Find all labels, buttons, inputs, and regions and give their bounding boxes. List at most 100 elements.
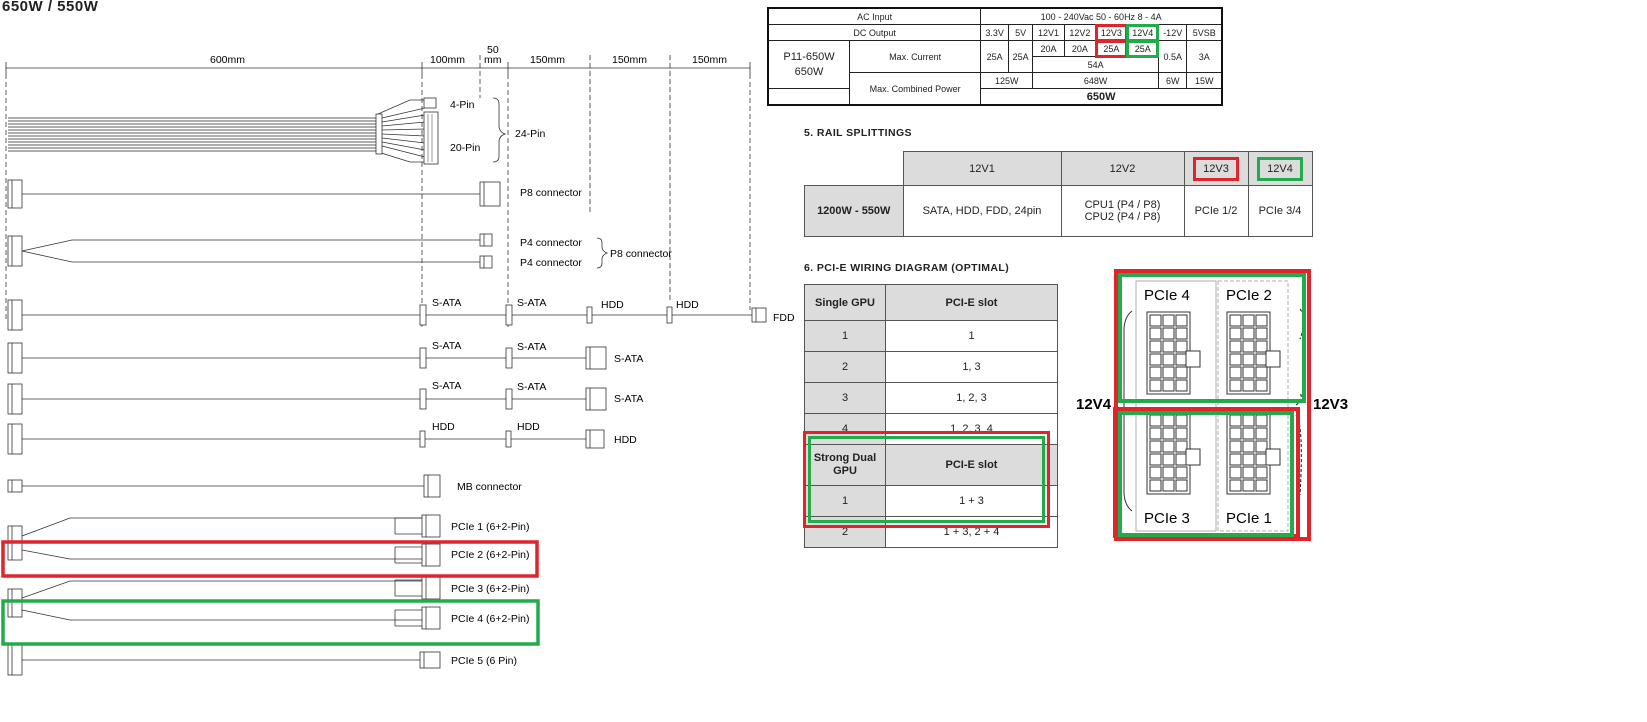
sata-connector: [419, 347, 427, 369]
single-row-3-slot: 1, 2, 3: [885, 382, 1058, 414]
label-hdd-4b: HDD: [517, 421, 540, 433]
label-mb: MB connector: [457, 481, 522, 493]
current-12v4: 25A: [1126, 39, 1160, 58]
rail-head-12v4: 12V4: [1247, 151, 1313, 186]
label-12v4-side: 12V4: [1076, 396, 1112, 413]
rail-3v3: 3.3V: [980, 24, 1010, 41]
dual-row-1-slot: 1 + 3: [885, 485, 1058, 517]
label-sata-1b: S-ATA: [517, 297, 546, 309]
dual-gpu-highlight-green: [808, 436, 1045, 523]
label-hdd-4a: HDD: [432, 421, 455, 433]
rail-cell-cpu2: CPU2 (P4 / P8): [1084, 211, 1161, 223]
label-p4a: P4 connector: [520, 237, 582, 249]
power-3v3-5v: 125W: [980, 72, 1034, 89]
rail-head-12v3-text: 12V3: [1193, 156, 1239, 181]
single-slot-header: PCI-E slot: [885, 284, 1058, 321]
label-pcie4: PCIe 4 (6+2-Pin): [451, 613, 530, 625]
spec-table: AC Input 100 - 240Vac 50 - 60Hz 8 - 4A D…: [767, 7, 1223, 106]
label-pcie2-slot: PCIe 2: [1226, 287, 1272, 304]
atx-24pin-cable: [8, 97, 439, 165]
rail-12v3: 12V3: [1094, 23, 1129, 42]
dc-label: DC Output: [767, 24, 982, 41]
dim-50: 50: [487, 44, 499, 56]
ac-label: AC Input: [767, 7, 982, 25]
single-row-2-slot: 1, 3: [885, 351, 1058, 383]
sata-connector: [419, 388, 427, 410]
sata-connector: [419, 304, 427, 326]
dim-150b: 150mm: [612, 54, 647, 66]
dim-100: 100mm: [430, 54, 465, 66]
rail-5vsb: 5VSB: [1186, 24, 1223, 41]
label-hdd-4c: HDD: [614, 434, 637, 446]
current-5vsb: 3A: [1186, 40, 1223, 73]
single-row-2-gpu: 2: [804, 351, 886, 383]
rail-cell-12v1: SATA, HDD, FDD, 24pin: [902, 185, 1062, 237]
model-cell: P11-650W 650W: [767, 40, 850, 89]
label-sata-3c: S-ATA: [614, 393, 643, 405]
red-frame: [1114, 269, 1311, 541]
pcie-section-title: 6. PCI-E WIRING DIAGRAM (OPTIMAL): [804, 262, 1010, 274]
dimension-line: [5, 55, 751, 330]
current-12v1: 20A: [1032, 40, 1065, 57]
label-pcie4-slot: PCIe 4: [1144, 287, 1190, 304]
model-watt: 650W: [794, 65, 824, 78]
max-current-label: Max. Current: [848, 40, 982, 73]
label-sata-3b: S-ATA: [517, 381, 546, 393]
label-sata-2a: S-ATA: [432, 340, 461, 352]
label-pcie3-slot: PCIe 3: [1144, 510, 1190, 527]
label-hdd-1a: HDD: [601, 299, 624, 311]
rail-head-12v3: 12V3: [1183, 151, 1249, 186]
rail-head-12v4-text: 12V4: [1257, 156, 1303, 181]
dim-600: 600mm: [210, 54, 245, 66]
page-title: 650W / 550W: [2, 0, 99, 15]
label-hdd-1b: HDD: [676, 299, 699, 311]
label-p8b: P8 connector: [610, 248, 672, 260]
current-3v3: 25A: [980, 40, 1010, 73]
single-row-4-slot: 1, 2, 3, 4: [885, 413, 1058, 445]
single-row-1-gpu: 1: [804, 320, 886, 352]
label-20pin: 20-Pin: [450, 142, 481, 154]
label-pcie3: PCIe 3 (6+2-Pin): [451, 583, 530, 595]
rail-cell-12v4: PCIe 3/4: [1247, 185, 1313, 237]
single-row-1-slot: 1: [885, 320, 1058, 352]
label-pcie5: PCIe 5 (6 Pin): [451, 655, 517, 667]
label-p8: P8 connector: [520, 187, 582, 199]
rail-section-title: 5. RAIL SPLITTINGS: [804, 127, 912, 139]
combined-12v-current: 54A: [1032, 56, 1159, 73]
power-12v: 648W: [1032, 72, 1159, 89]
dual-row-1-gpu: 1: [804, 485, 886, 517]
pcie-connector-diagram: PCIe 4 PCIe 2 PCIe 3 PCIe 1 12V4 12V3: [1076, 269, 1348, 541]
dual-slot-header: PCI-E slot: [885, 444, 1058, 486]
label-p4b: P4 connector: [520, 257, 582, 269]
dim-150a: 150mm: [530, 54, 565, 66]
single-gpu-header: Single GPU: [804, 284, 886, 321]
label-sata-2b: S-ATA: [517, 341, 546, 353]
model-name: P11-650W: [783, 50, 835, 63]
current-12v2: 20A: [1063, 40, 1097, 57]
rail-neg12v: -12V: [1157, 24, 1188, 41]
current-5v: 25A: [1008, 40, 1034, 73]
rail-head-12v1: 12V1: [902, 151, 1062, 186]
label-sata-2c: S-ATA: [614, 353, 643, 365]
power-neg12v: 6W: [1157, 72, 1188, 89]
label-pcie1: PCIe 1 (6+2-Pin): [451, 521, 530, 533]
sata-connector: [505, 347, 513, 369]
label-4pin: 4-Pin: [450, 99, 475, 111]
power-5vsb: 15W: [1186, 72, 1223, 89]
sata-connector: [505, 304, 513, 326]
rail-table: 12V1 12V2 12V3 12V4 1200W - 550W SATA, H…: [804, 151, 1313, 237]
label-fdd: FDD: [773, 312, 795, 324]
rail-cell-cpu1: CPU1 (P4 / P8): [1084, 199, 1161, 211]
combined-power-label: Max. Combined Power: [848, 72, 982, 106]
dim-150c: 150mm: [692, 54, 727, 66]
total-power: 650W: [980, 88, 1223, 106]
label-24pin: 24-Pin: [515, 128, 546, 140]
highlight-pcie2: [1, 540, 539, 578]
current-12v3: 25A: [1094, 39, 1129, 58]
dim-50-unit: mm: [484, 54, 502, 66]
single-row-4-gpu: 4: [804, 413, 886, 445]
label-pcie1-slot: PCIe 1: [1226, 510, 1272, 527]
label-pcie2: PCIe 2 (6+2-Pin): [451, 549, 530, 561]
rail-5v: 5V: [1008, 24, 1034, 41]
